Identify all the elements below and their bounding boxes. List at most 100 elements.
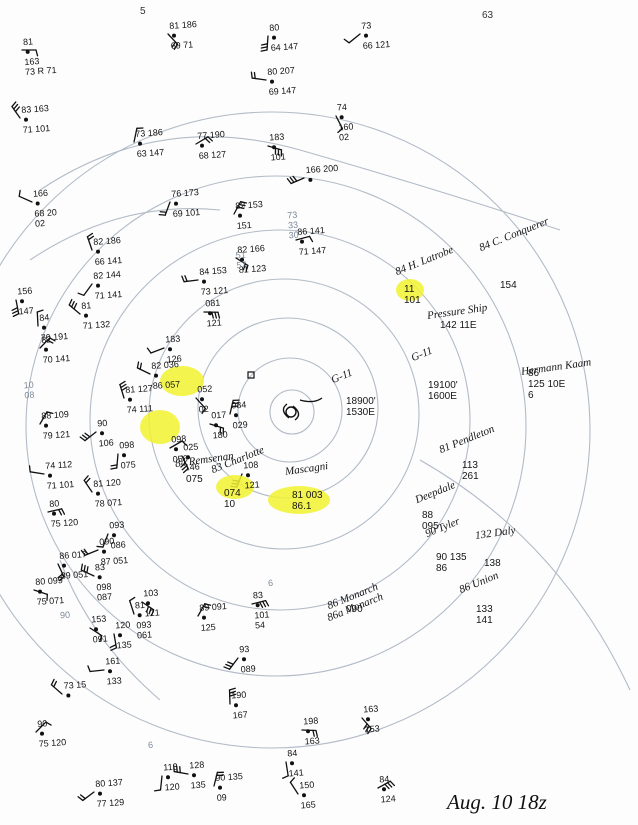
wind-barb-icon <box>229 399 240 415</box>
wind-barb-icon <box>87 665 105 673</box>
ship-report-value: 125 10E <box>528 379 566 390</box>
ship-report-value: 19100' <box>428 380 458 391</box>
isobar-ring <box>25 175 527 677</box>
isobar-ring <box>0 111 591 749</box>
station-value: 73 186 <box>134 127 164 139</box>
station-value: 73 15 <box>63 679 87 691</box>
highlight-mark <box>140 410 180 444</box>
station-plot: 73 15 <box>63 679 87 701</box>
highlight-mark <box>216 475 254 499</box>
station-plot: 81 71 132 <box>81 299 111 331</box>
station-value: 75 071 <box>36 595 65 607</box>
wind-barb-icon <box>110 453 119 470</box>
station-value: 091 <box>92 633 109 645</box>
station-value: 84 <box>38 312 50 323</box>
wind-barb-icon <box>36 309 44 327</box>
station-value: 08 <box>24 389 35 401</box>
wind-barb-icon <box>223 657 239 670</box>
station-dot-icon <box>93 627 99 632</box>
ship-report: 18900'1530E <box>346 396 376 418</box>
wind-barb-icon <box>173 764 189 775</box>
wind-barb-icon <box>129 596 136 615</box>
station-value: 147 <box>18 305 35 317</box>
station-value: 6 <box>267 577 274 589</box>
station-square <box>247 371 255 379</box>
station-value: 75 120 <box>38 737 67 749</box>
isobar-ring <box>269 389 315 435</box>
station-dot-icon <box>271 35 277 40</box>
station-value: 101 <box>254 609 270 621</box>
station-value: 71 132 <box>82 319 111 331</box>
station-value: 052 <box>196 383 213 395</box>
station-value: 81 186 <box>168 19 198 31</box>
station-value: 098 <box>118 439 135 451</box>
station-dot-icon <box>365 717 371 722</box>
station-value: 82 153 <box>234 199 264 211</box>
station-dot-icon <box>19 299 25 304</box>
isobar-ring <box>89 229 471 611</box>
wind-barb-icon <box>146 347 165 354</box>
station-value: 02 <box>338 131 350 143</box>
station-value: 81 <box>22 36 34 48</box>
ship-report-value: 138 <box>484 558 501 569</box>
station-dot-icon <box>173 447 179 452</box>
station-value: 83 <box>94 561 106 573</box>
station-value: 90 135 <box>214 771 244 783</box>
wind-barb-icon <box>343 33 361 44</box>
station-value: 09 <box>216 792 228 803</box>
highlight-mark <box>396 279 424 301</box>
station-value: 061 <box>136 629 153 641</box>
station-dot-icon <box>127 397 133 402</box>
wind-barb-icon <box>35 721 52 733</box>
station-value: 79 121 <box>42 429 71 441</box>
station-value: 156 <box>16 285 33 297</box>
station-dot-icon <box>37 589 43 594</box>
station-plot: 81 186 69 71 <box>169 19 199 51</box>
station-value: 81 <box>80 300 92 311</box>
wind-barb-icon <box>195 136 213 145</box>
station-dot-icon <box>299 239 305 244</box>
station-value: 150 <box>298 779 315 791</box>
wind-barb-icon <box>89 627 103 642</box>
station-value: 166 <box>32 187 49 199</box>
station-dot-icon <box>167 347 173 352</box>
station-dot-icon <box>121 453 127 458</box>
station-dot-icon <box>241 657 247 662</box>
station-value: 82 186 <box>92 235 122 247</box>
station-value: 89 051 <box>60 569 89 581</box>
station-value: 124 <box>380 793 397 805</box>
station-value: 120 <box>164 781 181 793</box>
station-value: 69 71 <box>170 39 194 51</box>
station-dot-icon <box>61 563 67 568</box>
wind-barb-icon <box>57 563 65 582</box>
station-dot-icon <box>43 423 49 428</box>
wind-barb-icon <box>47 508 66 516</box>
station-dot-icon <box>233 703 239 708</box>
station-value: 183 <box>164 333 181 345</box>
wind-barb-icon <box>39 411 54 425</box>
station-value: 029 <box>232 419 249 431</box>
station-dot-icon <box>95 491 101 496</box>
station-value: 77 190 <box>196 129 226 141</box>
wind-barb-icon <box>213 771 225 787</box>
wind-barb-icon <box>361 717 372 735</box>
